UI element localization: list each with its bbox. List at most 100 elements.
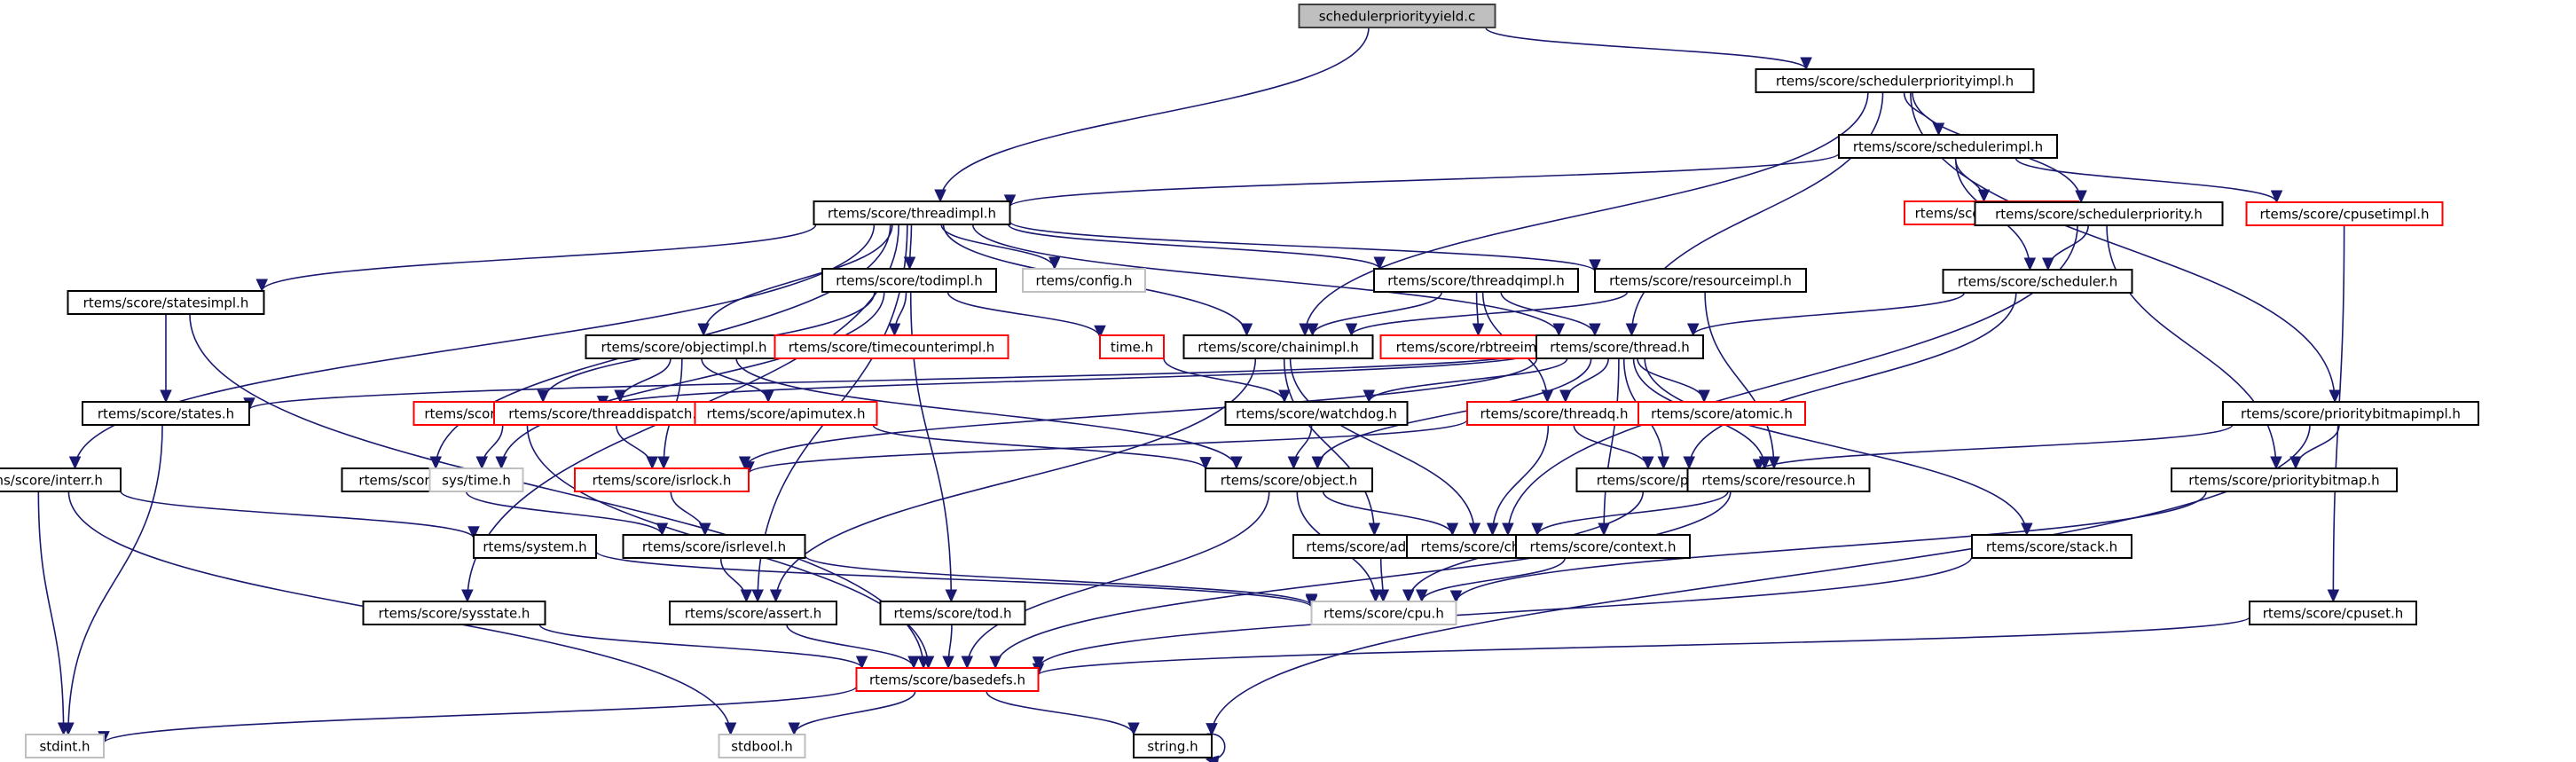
node-box	[473, 534, 597, 559]
graph-node[interactable]: rtems/score/basedefs.h	[855, 667, 1040, 692]
arrowhead-icon	[1416, 589, 1428, 603]
node-label: rtems/score/schedulerimpl.h	[1853, 139, 2043, 155]
graph-node[interactable]: rtems/score/context.h	[1515, 534, 1691, 559]
edge-line	[248, 350, 1537, 411]
arrowhead-icon	[657, 456, 670, 470]
node-label: time.h	[1111, 340, 1153, 356]
edge-line	[1007, 224, 1381, 270]
graph-node[interactable]: rtems/score/threadqimpl.h	[1373, 268, 1579, 293]
include-edge	[160, 313, 172, 404]
graph-node[interactable]: rtems/score/interr.h	[0, 467, 122, 492]
edge-line	[966, 491, 1270, 669]
graph-node[interactable]: rtems/score/cpuset.h	[2249, 601, 2417, 625]
edge-line	[465, 491, 664, 536]
graph-node[interactable]: rtems/score/assert.h	[669, 601, 837, 625]
graph-node[interactable]: rtems/score/atomic.h	[1637, 401, 1806, 426]
include-edge	[1485, 27, 1812, 71]
graph-node[interactable]: sys/time.h	[428, 467, 524, 492]
arrowhead-icon	[1199, 457, 1212, 470]
graph-node[interactable]: schedulerpriorityyield.c	[1298, 4, 1496, 28]
graph-node[interactable]: rtems/score/watchdog.h	[1224, 401, 1409, 426]
node-box	[1974, 201, 2224, 226]
graph-node[interactable]: stdbool.h	[718, 734, 806, 758]
arrowhead-icon	[762, 389, 774, 404]
edge-line	[120, 491, 475, 539]
edge-line	[971, 224, 1560, 336]
graph-node[interactable]: rtems/score/schedulerpriorityimpl.h	[1755, 68, 2035, 93]
graph-node[interactable]: rtems/score/states.h	[82, 401, 250, 426]
graph-node[interactable]: rtems/score/schedulerpriority.h	[1974, 201, 2224, 226]
include-edge	[1003, 153, 1840, 208]
graph-node[interactable]: rtems/system.h	[473, 534, 597, 559]
graph-node[interactable]: rtems/score/objectimpl.h	[585, 334, 783, 359]
graph-node[interactable]: rtems/config.h	[1022, 268, 1146, 293]
arrowhead-icon	[1800, 57, 1812, 71]
include-edge	[255, 224, 817, 293]
node-box	[774, 334, 1009, 359]
arrowhead-icon	[934, 189, 946, 203]
arrowhead-icon	[1305, 593, 1318, 608]
arrowhead-icon	[724, 722, 737, 736]
graph-node[interactable]: rtems/score/stack.h	[1971, 534, 2132, 559]
graph-node[interactable]: rtems/score/cpusetimpl.h	[2245, 201, 2444, 226]
node-label: rtems/score/isrlevel.h	[642, 539, 786, 555]
graph-node[interactable]: string.h	[1133, 734, 1213, 758]
include-edge	[888, 291, 907, 337]
node-label: rtems/score/statesimpl.h	[83, 295, 249, 311]
graph-node[interactable]: rtems/score/tod.h	[879, 601, 1026, 625]
edge-line	[615, 424, 654, 469]
node-box	[1133, 734, 1213, 758]
graph-node[interactable]: rtems/score/cpu.h	[1310, 601, 1457, 625]
graph-node[interactable]: time.h	[1099, 334, 1165, 359]
graph-node[interactable]: rtems/score/todimpl.h	[821, 268, 997, 293]
edge-line	[994, 491, 1732, 669]
node-box	[1971, 534, 2132, 559]
include-edge	[1449, 491, 2207, 604]
graph-node[interactable]: rtems/score/prioritybitmap.h	[2171, 467, 2398, 492]
arrowhead-icon	[1094, 325, 1106, 339]
node-label: rtems/score/threadimpl.h	[828, 206, 996, 222]
node-label: rtems/score/context.h	[1530, 539, 1677, 555]
graph-node[interactable]: rtems/score/scheduler.h	[1942, 269, 2133, 294]
arrowhead-icon	[495, 456, 507, 470]
graph-node[interactable]: rtems/score/prioritybitmapimpl.h	[2222, 401, 2479, 426]
node-label: rtems/score/sysstate.h	[379, 606, 530, 622]
graph-node[interactable]: rtems/score/object.h	[1205, 467, 1373, 492]
arrowhead-icon	[1977, 189, 1991, 203]
graph-node[interactable]: rtems/score/sysstate.h	[362, 601, 546, 625]
edge-line	[1009, 153, 1840, 208]
edge-line	[601, 350, 1537, 409]
arrowhead-icon	[961, 656, 974, 670]
graph-node[interactable]: rtems/score/statesimpl.h	[67, 290, 265, 315]
arrowhead-icon	[1698, 389, 1710, 404]
node-label: schedulerpriorityyield.c	[1319, 9, 1476, 25]
include-edge	[1377, 557, 1390, 603]
graph-node[interactable]: rtems/score/threaddispatch.h	[493, 401, 720, 426]
graph-node[interactable]: rtems/score/resource.h	[1686, 467, 1871, 492]
graph-node[interactable]: rtems/score/isrlevel.h	[622, 534, 806, 559]
include-edge	[37, 491, 70, 736]
graph-node[interactable]: rtems/score/timecounterimpl.h	[774, 334, 1009, 359]
node-label: rtems/score/watchdog.h	[1236, 406, 1397, 422]
graph-node[interactable]: rtems/score/resourceimpl.h	[1594, 268, 1807, 293]
edge-line	[1485, 27, 1807, 70]
edge-line	[986, 690, 1135, 735]
graph-node[interactable]: stdint.h	[25, 734, 105, 758]
edge-line	[1688, 292, 2017, 469]
graph-node[interactable]: rtems/score/apimutex.h	[694, 401, 878, 426]
arrowhead-icon	[1287, 456, 1300, 470]
graph-node[interactable]: rtems/score/schedulerimpl.h	[1838, 134, 2058, 159]
graph-node[interactable]: rtems/score/threadq.h	[1466, 401, 1642, 426]
arrowhead-icon	[57, 722, 70, 736]
graph-node[interactable]: rtems/score/threadimpl.h	[813, 200, 1011, 225]
node-box	[1466, 401, 1642, 426]
node-box	[1310, 601, 1457, 625]
node-label: rtems/score/schedulerpriority.h	[1995, 207, 2203, 223]
edge-line	[1289, 357, 1476, 536]
arrowhead-icon	[945, 589, 958, 603]
graph-node[interactable]: rtems/score/isrlock.h	[574, 467, 750, 492]
include-edge	[872, 424, 1212, 470]
node-label: rtems/score/cpu.h	[1323, 606, 1444, 622]
graph-node[interactable]: rtems/score/thread.h	[1535, 334, 1704, 359]
graph-node[interactable]: rtems/score/chainimpl.h	[1182, 334, 1374, 359]
